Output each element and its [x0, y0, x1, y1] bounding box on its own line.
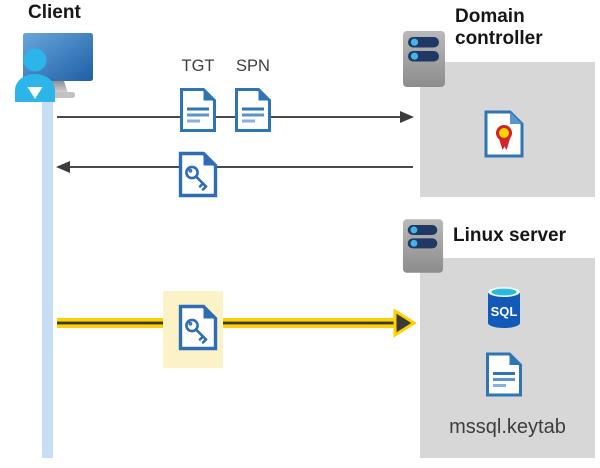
sql-icon-label: SQL — [491, 304, 518, 319]
client-lifeline — [42, 93, 53, 458]
key-glyph — [185, 318, 208, 344]
client-workstation-icon — [15, 33, 93, 102]
key-glyph — [185, 165, 208, 191]
client-title: Client — [28, 2, 81, 23]
ticket-arrow — [57, 308, 417, 338]
sql-database-icon: SQL — [488, 287, 520, 328]
tgt-label: TGT — [181, 57, 215, 75]
keytab-document-icon — [486, 352, 522, 397]
domain-controller-title: Domain controller — [455, 6, 543, 50]
highlighted-key-document-icon — [178, 304, 218, 351]
linux-server-icon — [402, 219, 444, 273]
linux-server-title: Linux server — [453, 225, 566, 246]
domain-controller-server-icon — [403, 31, 445, 87]
keytab-filename: mssql.keytab — [449, 416, 566, 438]
key-document-icon — [178, 151, 218, 198]
certificate-icon — [484, 110, 524, 158]
spn-document-icon — [235, 88, 271, 132]
request-arrow — [57, 111, 414, 123]
tgt-document-icon — [180, 88, 216, 132]
person-icon — [15, 48, 55, 102]
spn-label: SPN — [236, 57, 270, 75]
response-arrow — [56, 161, 413, 173]
